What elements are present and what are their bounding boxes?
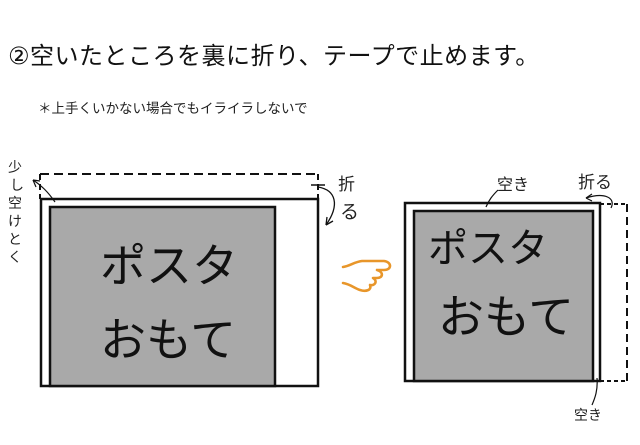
instruction-note: ＊上手くいかない場合でもイライラしないで xyxy=(38,101,308,117)
right-top-gap-pointer-icon xyxy=(485,189,499,208)
svg-text:る: る xyxy=(340,201,359,223)
left-poster xyxy=(48,205,277,388)
left-poster-line2: おもて xyxy=(100,313,236,367)
pointing-hand-icon xyxy=(341,259,392,293)
right-bottom-gap-pointer-icon xyxy=(591,377,598,406)
right-bottom-gap-label: 空き xyxy=(574,408,602,424)
svg-text:空: 空 xyxy=(8,196,22,212)
right-poster-line2: おもて xyxy=(438,290,574,344)
svg-text:と: と xyxy=(8,232,22,248)
left-fold-area-dashed xyxy=(39,173,325,199)
left-gap-arrow-icon xyxy=(32,179,56,203)
left-fold-arrow-icon xyxy=(317,186,336,226)
svg-text:し: し xyxy=(10,178,24,194)
left-poster-line1: ポスタ xyxy=(100,239,238,293)
right-fold-label: 折る xyxy=(578,173,612,193)
instruction-title: ②空いたところを裏に折り、テープで止めます。 xyxy=(8,42,540,70)
svg-text:折: 折 xyxy=(338,175,355,195)
right-fold-arrow-icon xyxy=(585,193,613,209)
left-diagram: ポスタ おもて 少 し 空 け と く 折 る xyxy=(8,160,359,388)
right-poster-line1: ポスタ xyxy=(428,226,548,272)
svg-text:け: け xyxy=(8,214,22,230)
right-poster xyxy=(412,209,595,383)
right-top-gap-label: 空き xyxy=(497,175,529,194)
left-gap-label: 少 し 空 け と く xyxy=(8,160,24,266)
left-fold-label: 折 る xyxy=(338,175,359,223)
svg-text:少: 少 xyxy=(8,160,22,176)
right-fold-area-dashed xyxy=(600,203,628,382)
svg-text:く: く xyxy=(8,250,22,266)
right-diagram: ポスタ おもて 空き 折る 空き xyxy=(403,173,628,424)
